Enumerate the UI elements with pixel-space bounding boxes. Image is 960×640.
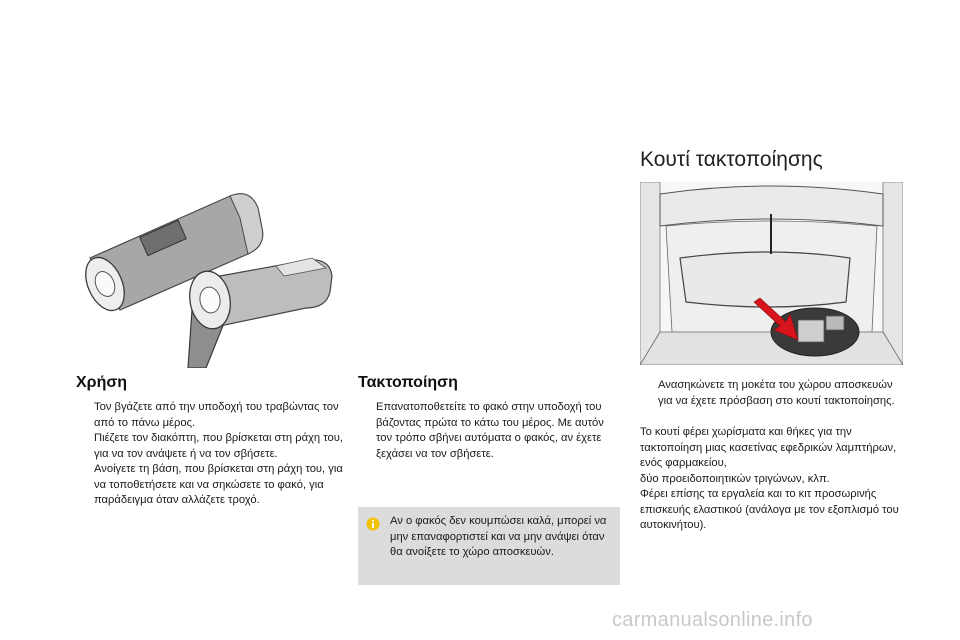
info-box: Αν ο φακός δεν κουμπώσει καλά, μπορεί να… <box>358 507 620 585</box>
usage-list: Τον βγάζετε από την υποδοχή του τραβώντα… <box>76 400 344 509</box>
organizer-list: Ανασηκώνετε τη μοκέτα του χώρου αποσκευώ… <box>640 378 905 409</box>
torch-closed-illustration <box>85 193 264 312</box>
torch-illustration <box>85 193 333 368</box>
paragraph: Φέρει επίσης τα εργαλεία και το κιτ προσ… <box>640 488 899 531</box>
list-item: Πιέζετε τον διακόπτη, που βρίσκεται στη … <box>94 432 343 460</box>
list-item: Ανοίγετε τη βάση, που βρίσκεται στη ράχη… <box>94 463 343 506</box>
paragraph: δύο προειδοποιητικών τριγώνων, κλπ. <box>640 472 830 485</box>
storage-list: Επανατοποθετείτε το φακό στην υποδοχή το… <box>358 400 620 462</box>
trunk-illustration <box>640 182 903 365</box>
organizer-text: Το κουτί φέρει χωρίσματα και θήκες για τ… <box>640 425 910 534</box>
info-text: Αν ο φακός δεν κουμπώσει καλά, μπορεί να… <box>390 515 607 558</box>
paragraph: Το κουτί φέρει χωρίσματα και θήκες για τ… <box>640 426 897 469</box>
organizer-heading: Κουτί τακτοποίησης <box>640 148 823 171</box>
red-arrow-icon <box>753 297 799 341</box>
watermark: carmanualsonline.info <box>612 609 813 631</box>
usage-heading: Χρήση <box>76 374 128 391</box>
list-item: Ανασηκώνετε τη μοκέτα του χώρου αποσκευώ… <box>658 379 895 407</box>
list-item: Τον βγάζετε από την υποδοχή του τραβώντα… <box>94 401 339 429</box>
info-icon <box>366 517 380 531</box>
storage-heading: Τακτοποίηση <box>358 374 458 391</box>
list-item: Επανατοποθετείτε το φακό στην υποδοχή το… <box>376 401 604 460</box>
torch-open-illustration <box>187 257 333 368</box>
